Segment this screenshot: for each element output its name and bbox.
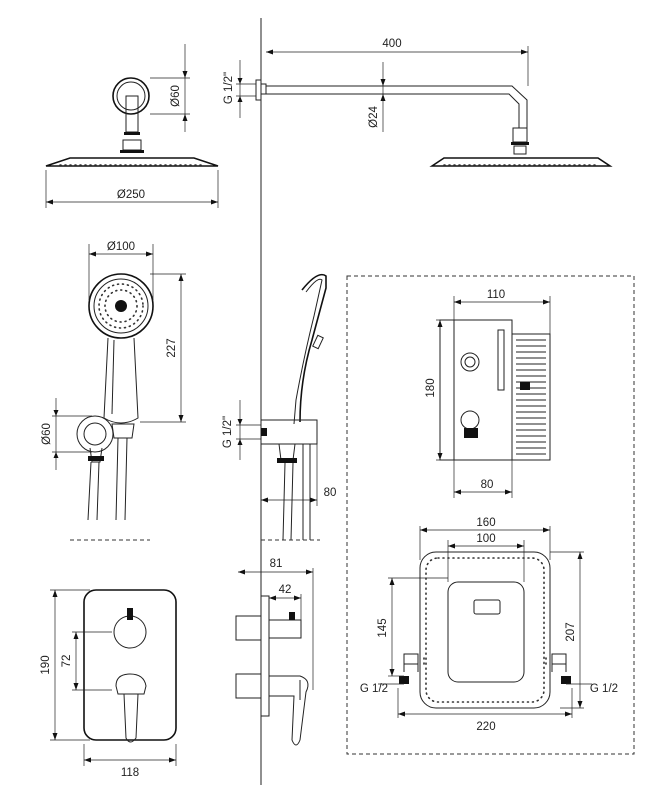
mount-thread-left-label: G 1/2 [360,683,388,695]
box-height-label: 180 [425,378,437,397]
mixer-projection-dim: 81 [238,558,314,690]
arm-tube-diameter-label: Ø24 [368,106,380,128]
box-depth-label: 80 [481,479,494,491]
shower-arm-side-view [255,79,613,167]
mount-total-height-dim: 207 [550,551,584,709]
concealed-box-frame [346,275,635,755]
hand-shower-length-label: 227 [166,338,178,357]
mount-thread-right-label: G 1/2 [590,683,618,695]
shower-head-front-view [45,77,219,167]
arm-length-label: 400 [382,38,401,50]
hand-shower-length-dim: 227 [140,273,186,423]
hose-outlet-projection-label: 80 [324,487,337,499]
arm-flange-diameter-label: Ø60 [170,85,182,107]
mount-outer-width-label: 160 [476,517,495,529]
shower-head-diameter-dim: Ø250 [45,170,219,208]
concealed-box-side-view [439,319,551,461]
mixer-projection-label: 81 [270,558,283,570]
shower-head-diameter-label: Ø250 [117,189,145,201]
mount-height-label: 145 [377,618,389,637]
mount-outer-width-dim: 160 [419,517,551,560]
hose-outlet-thread-label: G 1/2" [222,416,234,448]
mount-height-dim: 145 [377,577,448,677]
arm-flange-diameter-dim: Ø60 [150,44,190,132]
mount-thread-dims: G 1/2 G 1/2 [360,683,618,695]
box-width-dim: 110 [453,289,551,334]
arm-thread-dim: G 1/2" [223,60,256,118]
mixer-panel-height-label: 190 [40,655,52,674]
hose-outlet-thread-dim: G 1/2" [222,400,261,460]
mount-span-dim: 220 [397,688,573,733]
box-width-label: 110 [487,289,505,301]
mount-span-label: 220 [476,721,495,733]
mount-total-height-label: 207 [565,622,577,641]
hand-shower-diameter-dim: Ø100 [88,241,154,300]
mixer-side-view [235,595,309,746]
mixer-panel-width-dim: 118 [83,744,177,779]
mixer-handle-offset-label: 42 [279,584,292,596]
hose-outlet-projection-dim: 80 [261,444,336,506]
hand-shower-diameter-label: Ø100 [107,241,135,253]
mixer-panel-height-dim: 190 [40,589,90,741]
hand-shower-front-view [70,273,154,541]
arm-length-dim: 400 [266,38,529,86]
arm-thread-label: G 1/2" [223,72,235,104]
mount-inner-width-label: 100 [476,533,495,545]
mixer-plate-front-view [83,589,177,743]
mounting-frame-front-view [399,551,571,709]
hand-shower-side-view [260,273,327,541]
mixer-knob-spacing-label: 72 [61,655,73,668]
mixer-knob-spacing-dim: 72 [61,631,112,691]
hose-outlet-diameter-dim: Ø60 [41,398,92,470]
box-height-dim: 180 [425,319,460,461]
mount-inner-width-dim: 100 [447,533,525,582]
mixer-panel-width-label: 118 [121,767,139,779]
arm-tube-diameter-dim: Ø24 [368,62,386,132]
box-depth-dim: 80 [453,460,513,498]
hose-outlet-diameter-label: Ø60 [41,423,53,445]
mixer-handle-offset-dim: 42 [269,584,302,620]
